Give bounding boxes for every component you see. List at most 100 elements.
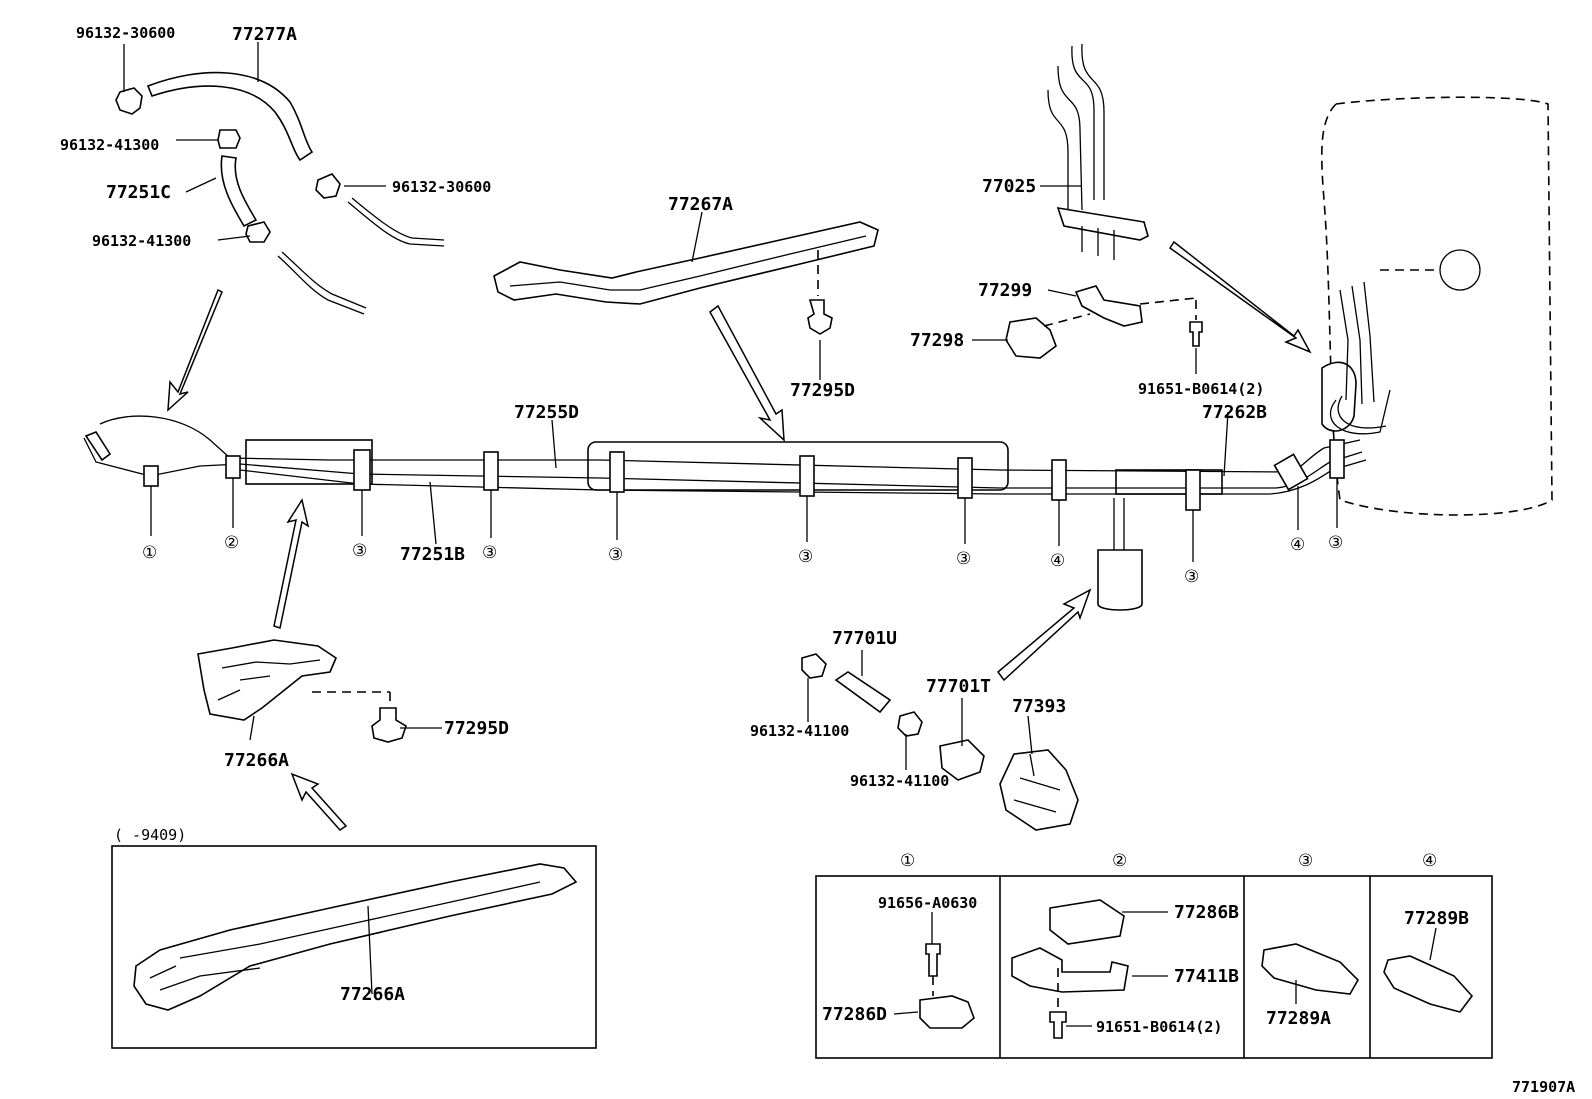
fuel-tank-outline (1321, 96, 1553, 516)
pipe-stub-right (347, 197, 445, 247)
tube-77025-tubes (1047, 43, 1105, 212)
callout-1: ① (142, 543, 157, 563)
legend-header-1: ① (900, 851, 915, 871)
protector-zone-mid (587, 441, 1009, 491)
inset-9409-group (111, 845, 597, 1049)
hose-77701U[interactable] (834, 671, 892, 714)
label-96132-30600-a: 96132-30600 (76, 24, 175, 42)
label-77262B: 77262B (1202, 402, 1267, 423)
clamp-band-3g[interactable] (1329, 439, 1345, 479)
protector-77266A-inset[interactable] (133, 863, 578, 1011)
fuel-tank-flange[interactable] (1321, 361, 1357, 432)
callout-3a: ③ (352, 541, 367, 561)
clip-77295D-lower[interactable] (371, 707, 407, 743)
fuel-filter-77393-mounted[interactable] (1097, 549, 1143, 611)
clamp-band-3f[interactable] (1185, 469, 1201, 511)
clamp-band-3d[interactable] (799, 455, 815, 497)
label-96132-41100-a: 96132-41100 (750, 722, 849, 740)
label-77295D-b: 77295D (444, 718, 509, 739)
clip-96132-30600-lower[interactable] (315, 173, 341, 199)
callout-leaders (150, 478, 1338, 562)
clamp-77298[interactable] (1005, 317, 1057, 359)
arrow-hose-to-line (167, 288, 223, 412)
label-96132-41300-a: 96132-41300 (60, 136, 159, 154)
tube-77025-group (1047, 43, 1312, 354)
label-96132-41100-b: 96132-41100 (850, 772, 949, 790)
hose-assembly-group (115, 71, 445, 412)
part-labels: 96132-30600 77277A 96132-41300 77251C 96… (60, 24, 1575, 1096)
clip-96132-41100-upper[interactable] (801, 653, 827, 679)
fuel-filter-77393[interactable] (999, 749, 1079, 831)
fuel-filter-parts-group (801, 588, 1092, 831)
bracket-77025[interactable] (1056, 206, 1149, 241)
diagram-code: 771907A (1512, 1078, 1575, 1096)
label-96132-41300-b: 96132-41300 (92, 232, 191, 250)
callout-3c: ③ (608, 545, 623, 565)
fuel-filter-77701T[interactable] (939, 739, 985, 781)
label-77289B: 77289B (1404, 908, 1469, 929)
clip-96132-41300-upper[interactable] (217, 129, 241, 149)
fuel-tank-group (1321, 96, 1553, 516)
arrow-77025-to-tank (1168, 240, 1312, 354)
clip-96132-41100-lower[interactable] (897, 711, 923, 737)
protector-77266A-upper[interactable] (197, 639, 337, 721)
main-fuel-line-group (83, 415, 1367, 611)
bracket-77411B[interactable] (1011, 947, 1129, 993)
label-77266A-b: 77266A (340, 984, 405, 1005)
clip-96132-41300-lower[interactable] (245, 221, 271, 243)
arrow-77266A-to-line (273, 498, 310, 629)
line-77262B-tube (239, 459, 1367, 495)
label-77298: 77298 (910, 330, 964, 351)
clamp-band-2[interactable] (225, 455, 241, 479)
arrow-inset-to-77266A (290, 772, 348, 831)
inset-9409-frame (111, 845, 597, 1049)
clamp-77299-link (1139, 297, 1197, 305)
callout-3f: ③ (1184, 567, 1199, 587)
bolt-91656-A0630[interactable] (925, 943, 941, 977)
clamp-77286D[interactable] (919, 995, 975, 1029)
bolt-91651-B0614-upper[interactable] (1189, 321, 1203, 347)
clamp-band-4b[interactable] (1273, 453, 1309, 491)
clamp-band-3c[interactable] (609, 451, 625, 493)
protector-77267A[interactable] (493, 221, 879, 305)
label-77411B: 77411B (1174, 966, 1239, 987)
hose-77277A[interactable] (146, 71, 314, 162)
callout-3d: ③ (798, 547, 813, 567)
hose-77251C[interactable] (220, 155, 258, 228)
protector-77266A-upper-detail (217, 659, 321, 701)
clamp-band-3b[interactable] (483, 451, 499, 491)
clamp-77299[interactable] (1074, 285, 1143, 327)
protector-77267A-group (493, 221, 879, 442)
protector-77266A-inset-detail (149, 881, 541, 991)
label-77277A: 77277A (232, 24, 297, 45)
clamp-77286B[interactable] (1049, 899, 1125, 945)
label-77255D: 77255D (514, 402, 579, 423)
fuel-tank-tubes (1329, 281, 1391, 435)
clamp-77289A[interactable] (1261, 943, 1359, 995)
label-77267A: 77267A (668, 194, 733, 215)
clamp-77289B[interactable] (1383, 955, 1474, 1013)
clamp-77299-group (1005, 285, 1203, 359)
clamp-band-3a[interactable] (353, 449, 371, 491)
clamp-77298-link (1043, 313, 1091, 327)
label-77251C: 77251C (106, 182, 171, 203)
protector-77266A-group (197, 498, 407, 831)
clip-96132-30600-upper[interactable] (115, 87, 143, 115)
legend-header-4: ④ (1422, 851, 1437, 871)
pipe-stub-left (277, 251, 367, 315)
clip-77295D-upper[interactable] (807, 299, 833, 335)
label-77701T: 77701T (926, 676, 991, 697)
legend-frame (815, 875, 1493, 1059)
label-77286D: 77286D (822, 1004, 887, 1025)
label-77701U: 77701U (832, 628, 897, 649)
tube-77025-stubs (1081, 226, 1115, 260)
label-77025: 77025 (982, 176, 1036, 197)
clamp-band-4a[interactable] (1051, 459, 1067, 501)
bolt-91651-B0614-lower[interactable] (1049, 1011, 1067, 1039)
callout-4b: ④ (1290, 535, 1305, 555)
label-77251B: 77251B (400, 544, 465, 565)
label-96132-30600-b: 96132-30600 (392, 178, 491, 196)
clamp-band-1[interactable] (143, 465, 159, 487)
clamp-band-3e[interactable] (957, 457, 973, 499)
